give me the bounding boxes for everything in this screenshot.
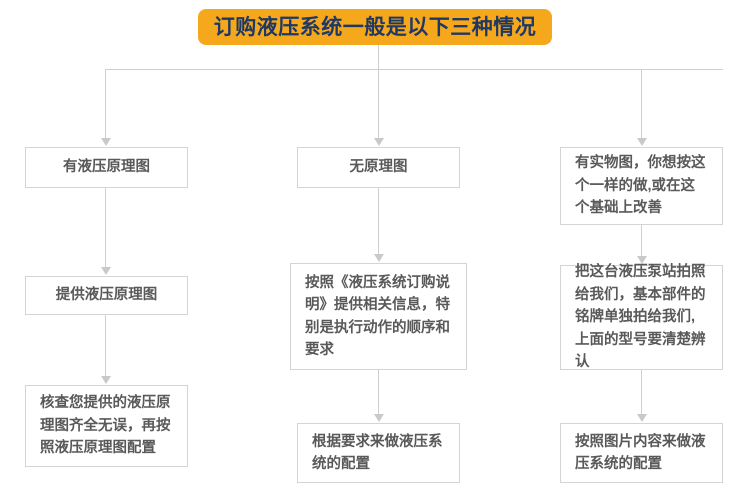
node-branch-2-step-1[interactable]: 无原理图 (297, 147, 460, 188)
node-label: 有实物图，你想按这个一样的做,或在这个基础上改善 (575, 155, 706, 217)
node-label: 无原理图 (349, 159, 408, 176)
connector-trunk-to-branch-2 (378, 69, 379, 139)
arrow-trunk-to-branch-3 (637, 138, 647, 146)
page-title: 订购液压系统一般是以下三种情况 (213, 15, 537, 39)
node-label: 按照《液压系统订购说明》提供相关信息，特别是执行动作的顺序和要求 (305, 274, 450, 358)
node-branch-3-step-2[interactable]: 把这台液压泵站拍照给我们，基本部件的铭牌单独拍给我们,上面的型号要清楚辨认 (560, 264, 723, 370)
connector-trunk-to-branch-1 (105, 69, 106, 139)
connector-trunk-to-branch-3 (641, 69, 642, 139)
node-branch-2-step-3[interactable]: 根据要求来做液压系统的配置 (297, 423, 460, 483)
arrow-trunk-to-branch-1 (101, 138, 111, 146)
node-label: 核查您提供的液压原理图齐全无误，再按照液压原理图配置 (40, 395, 171, 457)
node-branch-2-step-2[interactable]: 按照《液压系统订购说明》提供相关信息，特别是执行动作的顺序和要求 (290, 263, 467, 370)
arrow-branch-2-step-2-to-3 (374, 414, 384, 422)
node-branch-1-step-2[interactable]: 提供液压原理图 (25, 276, 188, 315)
node-branch-1-step-3[interactable]: 核查您提供的液压原理图齐全无误，再按照液压原理图配置 (25, 385, 188, 467)
arrow-branch-3-step-1-to-2 (637, 256, 647, 264)
connector-branch-1-step-1-to-2 (105, 188, 106, 268)
node-branch-1-step-1[interactable]: 有液压原理图 (25, 147, 188, 188)
node-label: 按照图片内容来做液压系统的配置 (575, 433, 706, 472)
node-branch-3-step-1[interactable]: 有实物图，你想按这个一样的做,或在这个基础上改善 (560, 147, 723, 225)
connector-branch-1-step-2-to-3 (105, 315, 106, 377)
node-label: 提供液压原理图 (55, 287, 158, 304)
node-label: 根据要求来做液压系统的配置 (312, 433, 443, 472)
connector-branch-2-step-2-to-3 (378, 370, 379, 415)
node-label: 有液压原理图 (63, 159, 150, 176)
arrow-branch-2-step-1-to-2 (374, 254, 384, 262)
connector-branch-2-step-1-to-2 (378, 188, 379, 255)
arrow-branch-3-step-2-to-3 (637, 414, 647, 422)
arrow-trunk-to-branch-2 (374, 138, 384, 146)
node-branch-3-step-3[interactable]: 按照图片内容来做液压系统的配置 (560, 423, 723, 483)
connector-branch-3-step-1-to-2 (641, 225, 642, 257)
flowchart-title-badge: 订购液压系统一般是以下三种情况 (198, 9, 552, 45)
arrow-branch-1-step-2-to-3 (101, 376, 111, 384)
node-label: 把这台液压泵站拍照给我们，基本部件的铭牌单独拍给我们,上面的型号要清楚辨认 (575, 264, 706, 371)
connector-distribution-bar (105, 69, 723, 70)
connector-branch-3-step-2-to-3 (641, 370, 642, 415)
connector-trunk-stem (378, 45, 379, 70)
arrow-branch-1-step-1-to-2 (101, 267, 111, 275)
